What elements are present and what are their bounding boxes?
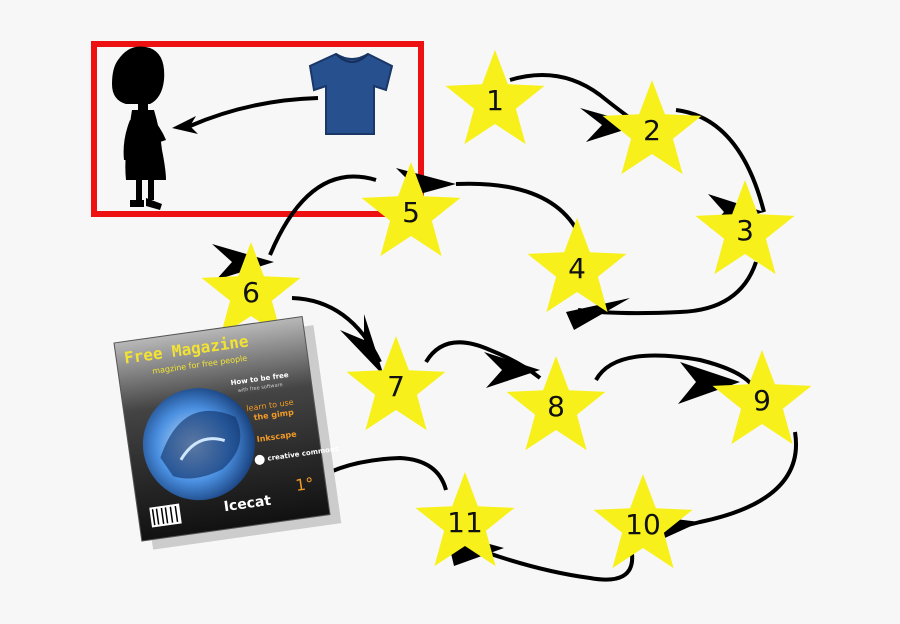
step-label: 5	[402, 196, 420, 229]
star-icon	[361, 162, 461, 257]
step-label: 2	[643, 114, 661, 147]
star-icon	[712, 350, 812, 445]
arrowhead	[678, 362, 740, 404]
red-frame-border	[91, 41, 424, 217]
magazine-cover: Free Magazine magzine for free people Ho…	[113, 315, 342, 550]
wish-arrow-line	[189, 96, 319, 128]
step-star-7: 7	[346, 336, 446, 431]
star-icon	[445, 50, 545, 145]
star-icon	[506, 356, 606, 451]
magazine-name: Icecat	[223, 493, 273, 515]
step-label: 7	[387, 370, 405, 403]
step-star-4: 4	[527, 218, 627, 313]
wish-frame	[91, 41, 424, 217]
star-icon	[602, 80, 702, 175]
arrowhead	[566, 298, 630, 330]
step-star-6: 6	[201, 242, 301, 337]
star-icon	[695, 180, 795, 275]
step-label: 11	[447, 506, 483, 539]
arrowhead	[580, 108, 640, 142]
star-icon	[527, 218, 627, 313]
cc-icon	[254, 454, 265, 465]
star-icon	[593, 474, 693, 569]
step-label: 3	[736, 214, 754, 247]
star-group: 1 2 3 4 5 6 7 8 9 10 11	[201, 50, 812, 569]
arrowhead	[340, 314, 384, 376]
star-icon	[346, 336, 446, 431]
child-silhouette-icon	[112, 46, 166, 210]
route-path	[268, 73, 798, 582]
step-star-2: 2	[602, 80, 702, 175]
step-label: 9	[753, 384, 771, 417]
step-label: 4	[568, 252, 586, 285]
star-icon	[415, 472, 515, 567]
step-star-9: 9	[712, 350, 812, 445]
step-star-5: 5	[361, 162, 461, 257]
step-star-1: 1	[445, 50, 545, 145]
issue-number: 1°	[294, 474, 315, 495]
step-star-8: 8	[506, 356, 606, 451]
arrowhead	[212, 244, 274, 280]
tshirt-icon	[308, 52, 394, 135]
step-label: 1	[486, 84, 504, 117]
step-star-11: 11	[415, 472, 515, 567]
star-icon	[201, 242, 301, 337]
step-label: 6	[242, 276, 260, 309]
wish-arrow-head	[172, 116, 198, 134]
barcode-icon	[149, 503, 182, 528]
step-star-3: 3	[695, 180, 795, 275]
step-label: 10	[625, 508, 661, 541]
arrowhead	[484, 352, 540, 388]
step-label: 8	[547, 390, 565, 423]
step-star-10: 10	[593, 474, 693, 569]
